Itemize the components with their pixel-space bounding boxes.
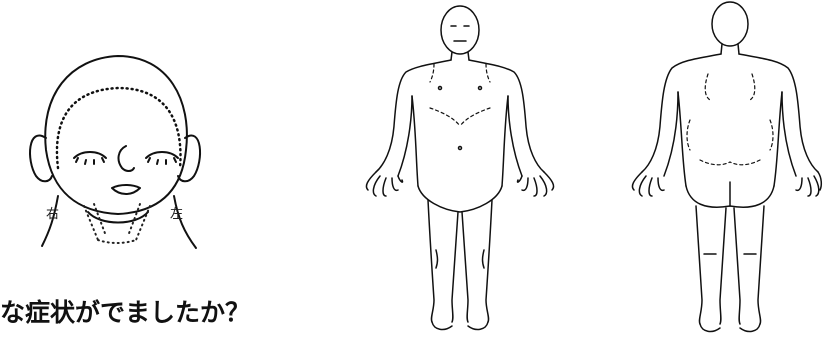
body-back-diagram [600,0,823,338]
body-front-illustration [350,0,580,338]
symptom-question: な症状がでましたか？ [0,298,250,328]
left-side-label: 左 [170,208,183,221]
head-front-diagram: 右 左 [0,0,240,280]
head-front-illustration [0,0,240,280]
body-back-illustration [600,0,823,338]
right-side-label: 右 [46,208,59,221]
body-front-diagram [350,0,580,338]
